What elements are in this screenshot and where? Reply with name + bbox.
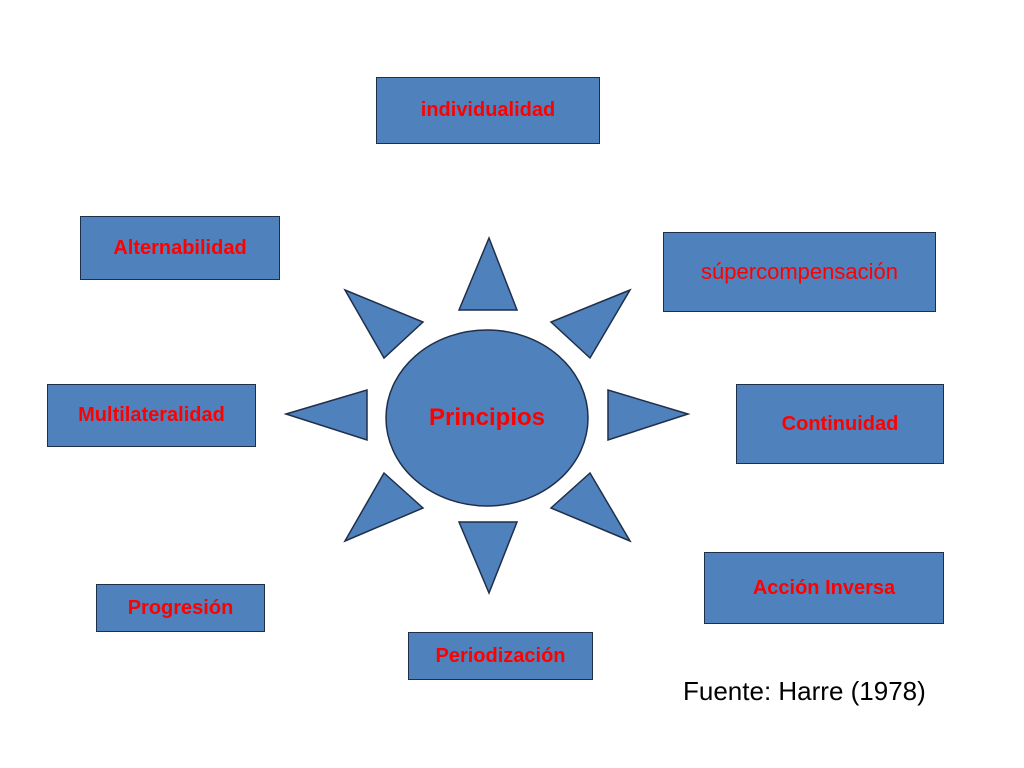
source-citation: Fuente: Harre (1978) — [683, 676, 926, 706]
principle-label: Multilateralidad — [78, 404, 225, 426]
principle-label: Acción Inversa — [752, 576, 896, 599]
principle-label: Continuidad — [781, 412, 899, 435]
principle-label: individualidad — [420, 99, 556, 121]
ray-top — [457, 235, 519, 311]
principle-multilateralidad: Multilateralidad — [47, 384, 256, 447]
center-label: Principios — [428, 404, 546, 431]
ray-top-left — [343, 288, 425, 360]
ray-top-right — [549, 288, 632, 360]
principle-accion-inversa: Acción Inversa — [704, 552, 944, 624]
ray-bottom-left — [343, 471, 425, 543]
principle-progresion: Progresión — [96, 584, 265, 632]
principle-label: Progresión — [127, 596, 234, 619]
principle-individualidad: individualidad — [376, 77, 600, 144]
principle-label: Alternabilidad — [113, 236, 247, 259]
principle-label: Periodización — [435, 644, 566, 667]
principle-continuidad: Continuidad — [736, 384, 944, 464]
principle-alternabilidad: Alternabilidad — [80, 216, 280, 280]
ray-left — [283, 388, 368, 442]
center-circle — [385, 329, 589, 507]
ray-bottom-right — [549, 471, 632, 543]
ray-bottom — [457, 521, 519, 595]
ray-right — [607, 388, 691, 442]
principle-periodizacion: Periodización — [408, 632, 593, 680]
principle-label: súpercompensación — [701, 259, 898, 284]
principle-supercompensacion: súpercompensación — [663, 232, 936, 312]
